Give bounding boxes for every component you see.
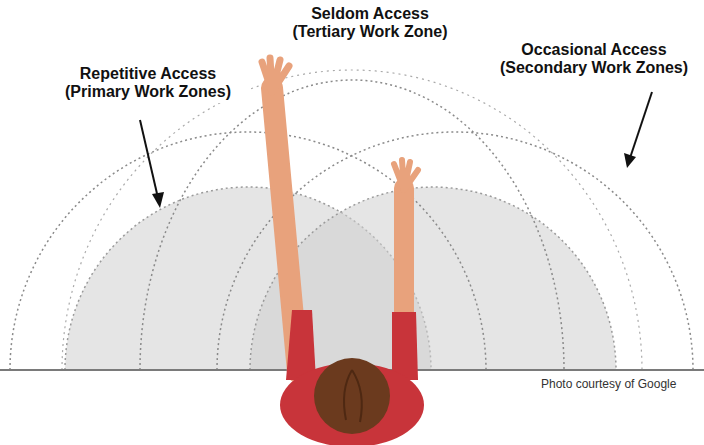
left-sleeve [286, 310, 316, 380]
tertiary-zone [140, 80, 564, 370]
right-hand [394, 160, 418, 190]
zone-label: Occasional Access (Secondary Work Zones) [488, 40, 700, 79]
leader-line [630, 92, 652, 158]
right-sleeve [392, 312, 418, 380]
head [314, 358, 390, 434]
left-hand [262, 58, 289, 92]
leader-line [140, 120, 158, 198]
arrowhead [152, 192, 164, 208]
zone-label: Repetitive Access (Primary Work Zones) [48, 64, 248, 103]
tertiary-zone-outer [62, 70, 642, 370]
arrowhead [624, 153, 636, 168]
zone-label: Seldom Access (Tertiary Work Zone) [275, 4, 465, 43]
hair [344, 370, 362, 422]
credit-note: Photo courtesy of Google [538, 377, 679, 393]
